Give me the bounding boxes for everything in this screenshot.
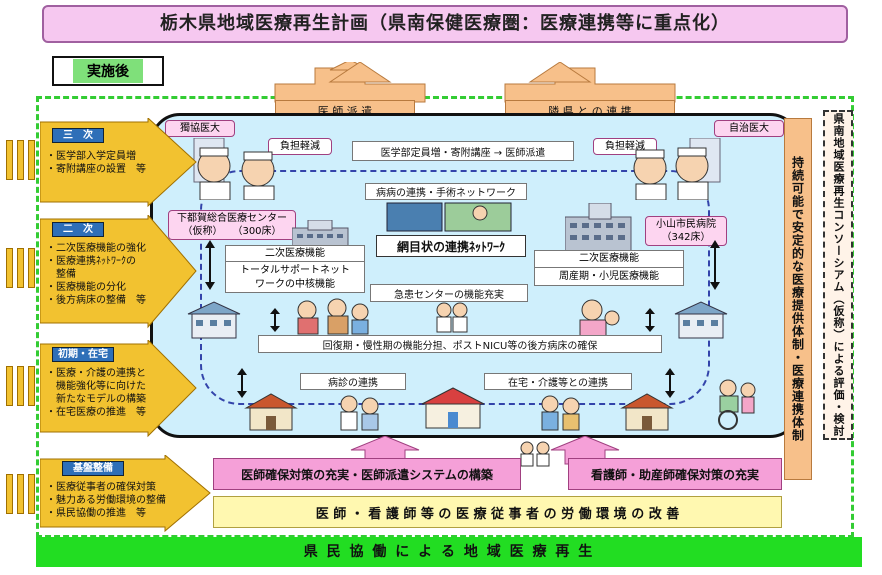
wheelchair-illustration	[718, 379, 756, 430]
med-dispatch-box: 医学部定員増・寄附講座 → 医師派遣	[352, 141, 574, 161]
left-secondary-body: トータルサポートネット ワークの中核機能	[240, 265, 350, 290]
section4-items: ・医療従事者の確保対策 ・魅力ある労働環境の整備 ・県民協働の推進 等	[46, 482, 166, 519]
right-secondary-function: 二次医療機能 周産期・小児医療機能	[534, 250, 684, 286]
support-staff-illustration	[520, 441, 550, 467]
arrow-updown-center-right	[645, 308, 655, 332]
doctors-left-illustration	[193, 138, 275, 200]
section3-bars	[6, 366, 35, 406]
disease-network-box: 病病の連携・手術ネットワーク	[365, 183, 527, 200]
home-care-link-box: 在宅・介護等との連携	[484, 373, 632, 390]
recovery-phase-box: 回復期・慢性期の機能分担、ポストNICU等の後方病床の確保	[258, 335, 662, 353]
hospital-shimotsuga-label: 下都賀総合医療センター （仮称） （300床）	[168, 210, 296, 240]
section4-label: 基盤整備	[62, 461, 124, 476]
doctors-right-illustration	[633, 138, 721, 200]
top-arrow-left-head	[328, 62, 392, 83]
emergency-center-box: 急患センターの機能充実	[370, 284, 528, 302]
consortium-text: 県南地域医療再生コンソーシアム（仮称）による評価・検討	[832, 113, 845, 437]
consortium-box: 県南地域医療再生コンソーシアム（仮称）による評価・検討	[823, 110, 853, 440]
burden-relief-left: 負担軽減	[268, 138, 332, 155]
section4-bars	[6, 474, 35, 514]
bottom-up-arrows	[350, 436, 620, 465]
section2-items: ・二次医療機能の強化 ・医療連携ﾈｯﾄﾜｰｸの 整備 ・医療機能の分化 ・後方病…	[46, 243, 146, 306]
hospital-jichi-label: 自治医大	[714, 120, 784, 137]
sustainable-system-text: 持続可能で安定的な医療提供体制・医療連携体制	[790, 156, 805, 442]
nurse-measures-box: 看護師・助産師確保対策の充実	[568, 458, 782, 490]
patients-left-illustration	[297, 298, 369, 335]
citizen-collaboration-bar: 県 民 協 働 に よ る 地 域 医 療 再 生	[36, 537, 862, 567]
hospital-center-icon	[421, 387, 485, 429]
right-secondary-title: 二次医療機能	[535, 251, 683, 268]
house-left-icon	[244, 393, 298, 431]
arrow-updown-right	[710, 240, 720, 290]
section2-label: 二 次	[52, 222, 104, 237]
arrow-updown-left	[205, 240, 215, 290]
arrow-updown-bottom-left	[237, 368, 247, 398]
hospital-oyama-label: 小山市民病院 （342床）	[645, 216, 727, 246]
hospital-dokkyo-label: 獨協医大	[165, 120, 235, 137]
clinic-right-icon	[674, 301, 728, 339]
phase-label: 実施後	[73, 59, 143, 83]
surgery-illustration	[386, 202, 512, 232]
house-right-icon	[620, 393, 674, 431]
left-secondary-function: 二次医療機能 トータルサポートネット ワークの中核機能	[225, 245, 365, 293]
section1-label: 三 次	[52, 128, 104, 143]
left-secondary-title: 二次医療機能	[226, 246, 364, 262]
section2-arrow	[40, 215, 197, 329]
section1-bars	[6, 140, 35, 180]
mesh-network-box: 網目状の連携ﾈｯﾄﾜｰｸ	[376, 235, 526, 257]
home-care-illustration	[541, 395, 580, 431]
section2-bars	[6, 248, 35, 288]
workforce-improvement-box: 医 師 ・ 看 護 師 等 の 医 療 従 事 者 の 労 働 環 境 の 改 …	[213, 496, 782, 528]
section3-label: 初期・在宅	[52, 347, 114, 362]
arrow-updown-bottom-right	[665, 368, 675, 398]
section3-arrow	[40, 340, 197, 438]
arrow-updown-center-left	[270, 308, 280, 332]
right-secondary-body: 周産期・小児医療機能	[559, 271, 659, 282]
top-arrow-right-head	[528, 62, 592, 83]
sustainable-system-box: 持続可能で安定的な医療提供体制・医療連携体制	[784, 118, 812, 480]
clinic-left-icon	[187, 301, 241, 339]
mother-child-illustration	[579, 299, 620, 336]
page-title: 栃木県地域医療再生計画（県南保健医療圏：医療連携等に重点化）	[42, 5, 848, 43]
phase-label-box: 実施後	[52, 56, 164, 86]
section1-items: ・医学部入学定員増 ・寄附講座の設置 等	[46, 151, 146, 175]
medical-staff-illustration	[436, 302, 468, 333]
building-oyama-icon	[565, 203, 632, 254]
clinic-link-box: 病診の連携	[300, 373, 406, 390]
top-arrows	[274, 62, 676, 103]
section3-items: ・医療・介護の連携と 機能強化等に向けた 新たなモデルの構築 ・在宅医療の推進 …	[46, 368, 146, 418]
doctor-measures-box: 医師確保対策の充実・医師派遣システムの構築	[213, 458, 521, 490]
top-arrow-right-shape	[504, 67, 676, 103]
clinic-consult-illustration	[340, 395, 379, 431]
